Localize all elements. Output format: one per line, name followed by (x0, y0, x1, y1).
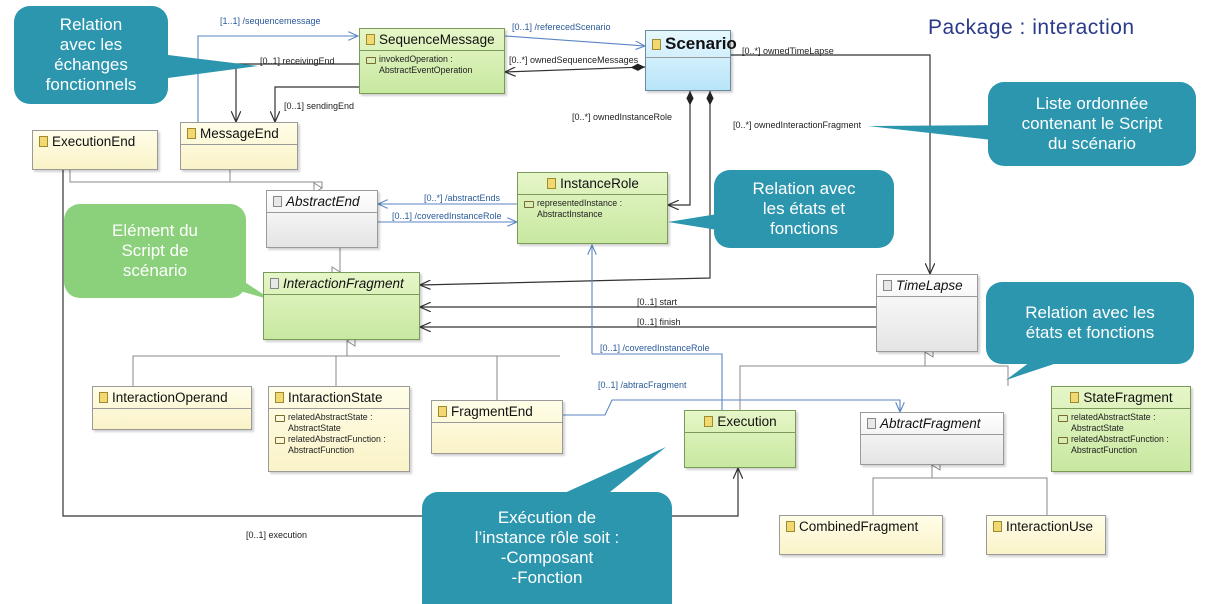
assoc-label-covered-instance-role: [0..1] /coveredInstanceRole (392, 211, 502, 221)
package-title: Package : interaction (928, 16, 1135, 39)
class-icon (99, 392, 108, 403)
class-name: InstanceRole (560, 176, 639, 191)
attribute-icon (275, 415, 285, 422)
class-intaraction-state[interactable]: IntaractionState relatedAbstractState :A… (268, 386, 410, 472)
class-name: AbstractEnd (286, 194, 360, 209)
class-name: Scenario (665, 34, 737, 53)
abstract-class-icon (273, 196, 282, 207)
class-scenario[interactable]: Scenario (645, 30, 737, 91)
attribute-line: relatedAbstractFunction : (1071, 433, 1169, 444)
class-interaction-use[interactable]: InteractionUse (986, 515, 1106, 555)
class-icon (438, 406, 447, 417)
class-combined-fragment[interactable]: CombinedFragment (779, 515, 943, 555)
attribute-line: relatedAbstractFunction : (288, 433, 386, 444)
class-icon (275, 392, 284, 403)
class-execution[interactable]: Execution (684, 410, 796, 468)
class-icon (652, 38, 661, 50)
assoc-label-finish: [0..1] finish (637, 317, 681, 327)
class-icon (993, 521, 1002, 532)
attribute-icon (366, 57, 376, 64)
assoc-label-execution: [0..1] execution (246, 530, 308, 540)
class-name: AbtractFragment (880, 416, 981, 431)
class-name: InteractionOperand (112, 390, 228, 405)
class-name: IntaractionState (288, 390, 383, 405)
attribute-line: relatedAbstractState : (1071, 412, 1156, 422)
callout-echanges: Relation avec les échanges fonctionnels (14, 6, 168, 104)
class-icon (786, 521, 795, 532)
attribute-line: AbstractState (1071, 422, 1124, 433)
class-icon (704, 416, 714, 427)
class-instance-role[interactable]: InstanceRole representedInstance :Abstra… (517, 172, 668, 244)
attribute-line: AbstractState (288, 422, 341, 433)
attribute-icon (1058, 436, 1068, 444)
class-icon (187, 128, 196, 139)
assoc-label-sequencemessage: [1..1] /sequencemessage (220, 16, 321, 26)
assoc-label-sending-end: [0..1] sendingEnd (284, 101, 355, 111)
class-fragment-end[interactable]: FragmentEnd (431, 400, 563, 454)
class-execution-end[interactable]: ExecutionEnd (32, 130, 158, 170)
assoc-label-owned-instance-role: [0..*] ownedInstanceRole (572, 112, 673, 122)
class-name: TimeLapse (896, 278, 963, 293)
assoc-label-owned-interaction-fragment: [0..*] ownedInteractionFragment (733, 120, 862, 130)
class-name: MessageEnd (200, 126, 279, 141)
attribute-line: relatedAbstractState : (288, 412, 373, 422)
class-icon (1070, 392, 1080, 403)
class-time-lapse[interactable]: TimeLapse (876, 274, 978, 352)
assoc-label-receiving-end: [0..1] receivingEnd (260, 56, 335, 66)
attribute-icon (275, 436, 285, 444)
attribute-icon (524, 201, 534, 208)
assoc-label-owned-sequence-messages: [0..*] ownedSequenceMessages (509, 55, 639, 65)
callout-relation-state: Relation avec les états et fonctions (986, 282, 1194, 364)
class-name: CombinedFragment (799, 519, 919, 534)
assoc-label-referenced-scenario: [0..1] /referecedScenario (512, 22, 611, 32)
attribute-line: AbstractFunction (288, 444, 355, 455)
class-name: InteractionUse (1006, 519, 1094, 534)
class-interaction-fragment[interactable]: InteractionFragment (263, 272, 420, 340)
callout-element-script: Elément du Script de scénario (64, 204, 246, 298)
class-name: ExecutionEnd (52, 134, 136, 149)
class-interaction-operand[interactable]: InteractionOperand (92, 386, 252, 430)
assoc-label-abtrac-fragment: [0..1] /abtracFragment (598, 380, 687, 390)
class-icon (39, 136, 48, 147)
class-state-fragment[interactable]: StateFragment relatedAbstractState :Abst… (1051, 386, 1191, 472)
callout-liste-ordonnee: Liste ordonnée contenant le Script du sc… (988, 82, 1196, 166)
class-abstract-end[interactable]: AbstractEnd (266, 190, 378, 248)
class-name: Execution (717, 414, 777, 429)
class-icon (547, 178, 557, 189)
class-message-end[interactable]: MessageEnd (180, 122, 298, 170)
class-icon (366, 34, 375, 45)
class-name: SequenceMessage (379, 32, 495, 47)
callout-execution: Exécution de l’instance rôle soit : -Com… (422, 492, 672, 604)
assoc-label-owned-time-lapse: [0..*] ownedTimeLapse (742, 46, 834, 56)
class-name: FragmentEnd (451, 404, 533, 419)
attribute-line: AbstractInstance (537, 208, 603, 219)
abstract-class-icon (270, 278, 279, 289)
assoc-label-start: [0..1] start (637, 297, 678, 307)
attribute-line: invokedOperation : (379, 54, 453, 64)
attribute-icon (1058, 415, 1068, 422)
assoc-label-abstract-ends: [0..*] /abstractEnds (424, 193, 501, 203)
assoc-label-covered-instance-role-2: [0..1] /coveredInstanceRole (600, 343, 710, 353)
class-abtract-fragment[interactable]: AbtractFragment (860, 412, 1004, 465)
abstract-class-icon (867, 418, 876, 429)
attribute-line: representedInstance : (537, 198, 623, 208)
callout-relation-instance: Relation avec les états et fonctions (714, 170, 894, 248)
attribute-line: AbstractEventOperation (379, 64, 473, 75)
class-name: InteractionFragment (283, 276, 404, 291)
abstract-class-icon (883, 280, 892, 291)
class-name: StateFragment (1083, 390, 1173, 405)
attribute-line: AbstractFunction (1071, 444, 1138, 455)
class-sequence-message[interactable]: SequenceMessage invokedOperation :Abstra… (359, 28, 505, 94)
